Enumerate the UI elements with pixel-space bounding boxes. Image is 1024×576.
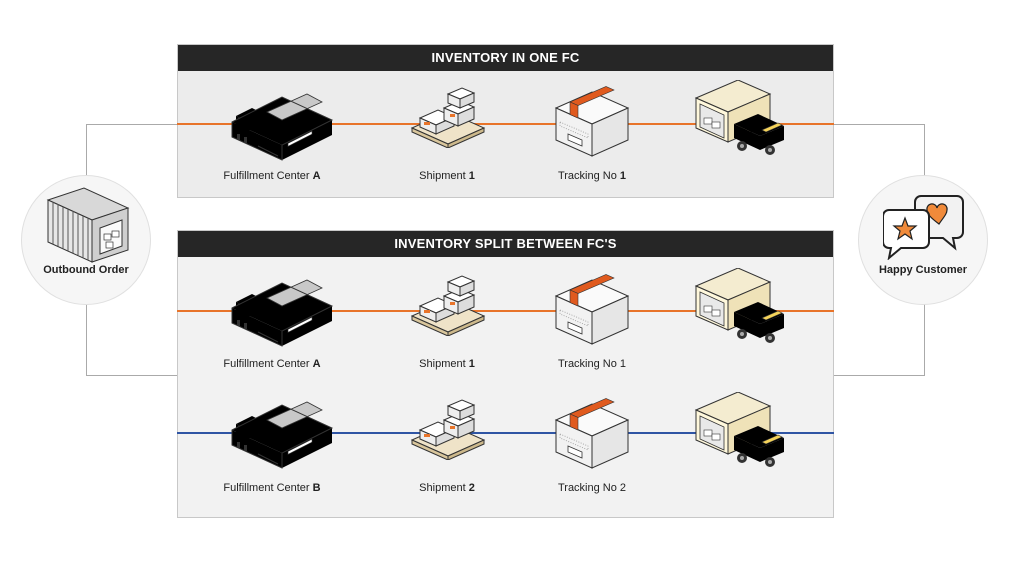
flow-line-orange (177, 310, 834, 312)
delivery-truck-icon (692, 268, 788, 348)
connector-left-bottom (86, 300, 179, 376)
happy-customer-node: Happy Customer (858, 175, 988, 305)
connector-right-top (833, 124, 925, 194)
warehouse-icon: .r2 .roof{fill:#bfe3ea;stroke:#333}.r2 .… (222, 390, 342, 470)
caption-fc: Fulfillment Center A (223, 170, 321, 182)
warehouse-icon (222, 268, 342, 348)
package-box-icon (552, 274, 632, 346)
caption-tracking: Tracking No 2 (557, 482, 627, 494)
warehouse-icon: .r1 .roof{fill:#f5b800;stroke:#333}.r1 .… (222, 82, 342, 162)
caption-shipment: Shipment 1 (419, 358, 475, 370)
pallet-boxes-icon (408, 272, 488, 336)
caption-shipment: Shipment 2 (419, 482, 475, 494)
happy-customer-label: Happy Customer (878, 264, 968, 276)
package-box-icon: .tape{fill:#e05a1e;stroke:#333;stroke-wi… (552, 86, 632, 158)
delivery-truck-icon: .t2 .cabtop{fill:#3e62a8;stroke:#333}.t2… (692, 392, 788, 472)
delivery-truck-icon: .t1 .cabtop{fill:#f07a3a;stroke:#333}.t1… (692, 80, 788, 160)
caption-fc: Fulfillment Center B (223, 482, 321, 494)
package-box-icon: .b2 .tape{fill:#2b4a8c;stroke:#333;strok… (552, 398, 632, 470)
connector-left-top (86, 124, 179, 194)
outbound-order-label: Outbound Order (43, 264, 129, 276)
outbound-order-node: Outbound Order (21, 175, 151, 305)
caption-shipment: Shipment 1 (419, 170, 475, 182)
flow-line-blue (177, 432, 834, 434)
pallet-boxes-icon (408, 396, 488, 460)
caption-fc: Fulfillment Center A (223, 358, 321, 370)
panel-title: INVENTORY SPLIT BETWEEN FC'S (178, 231, 833, 257)
caption-tracking: Tracking No 1 (557, 358, 627, 370)
caption-tracking: Tracking No 1 (557, 170, 627, 182)
connector-right-bottom (833, 300, 925, 376)
speech-bubbles-icon (883, 195, 964, 260)
panel-title: INVENTORY IN ONE FC (178, 45, 833, 71)
flow-line-orange (177, 123, 834, 125)
pallet-boxes-icon: .tag{fill:#e8742a} (408, 84, 488, 148)
shipping-container-icon (46, 187, 130, 263)
